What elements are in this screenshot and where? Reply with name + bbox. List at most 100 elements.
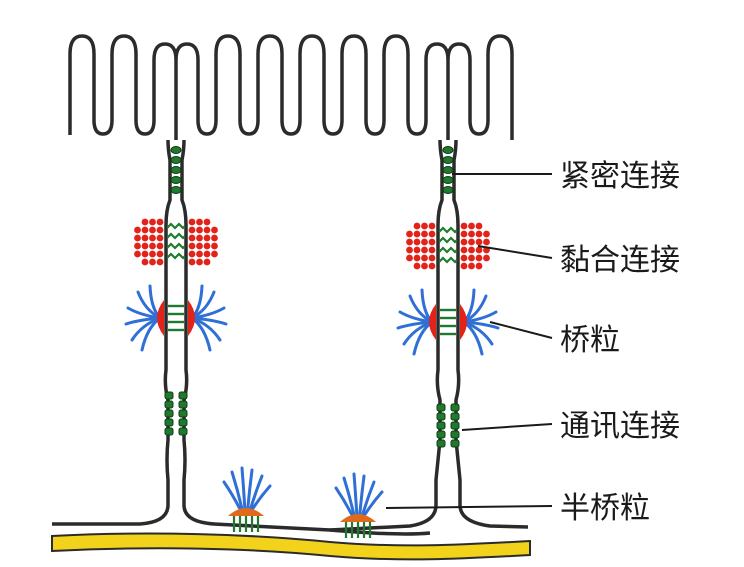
actin-dot	[413, 238, 421, 246]
keratin-filament	[249, 474, 264, 510]
actin-dot	[134, 234, 141, 242]
keratin-filament	[358, 474, 366, 516]
actin-dot	[149, 226, 156, 234]
actin-dot	[475, 262, 483, 270]
actin-dot	[460, 238, 468, 246]
connexon	[450, 412, 460, 421]
actin-dot	[211, 234, 218, 242]
cadherin-linker	[166, 232, 186, 240]
actin-dot	[156, 250, 164, 258]
actin-dot	[468, 262, 475, 270]
basal-lamina	[51, 532, 531, 561]
actin-dot	[475, 246, 483, 254]
cadherin-linker	[438, 246, 458, 254]
actin-dot	[483, 254, 490, 262]
actin-dot	[141, 226, 149, 234]
actin-dot	[203, 242, 211, 250]
keratin-filament	[352, 472, 359, 516]
actin-dot	[421, 238, 428, 246]
actin-dot	[134, 242, 141, 250]
actin-dot	[141, 218, 149, 226]
actin-dot	[211, 226, 218, 234]
actin-dot	[468, 254, 475, 262]
connexon	[164, 427, 174, 436]
actin-dot	[196, 226, 203, 234]
actin-dot	[421, 254, 428, 262]
actin-dot	[406, 230, 413, 238]
actin-dot	[156, 218, 164, 226]
actin-dot	[156, 226, 164, 234]
actin-dot	[475, 230, 483, 238]
connexon	[436, 439, 446, 448]
actin-dot	[141, 250, 149, 258]
keratin-filament	[342, 476, 356, 516]
desmosome-plaque	[157, 300, 164, 336]
connexon	[164, 400, 174, 409]
actin-dot	[428, 262, 436, 270]
actin-dot	[149, 218, 156, 226]
actin-dot	[413, 230, 421, 238]
actin-dot	[134, 250, 141, 258]
connexon	[164, 409, 174, 418]
actin-dot	[203, 226, 211, 234]
actin-dot	[468, 222, 475, 230]
actin-dot	[149, 250, 156, 258]
cell-boundary-right	[329, 139, 529, 532]
label-tight-junction: 紧密连接	[560, 159, 680, 194]
desmosome-plaque	[188, 300, 195, 336]
actin-dot	[413, 246, 421, 254]
cadherin-linker	[166, 252, 186, 260]
keratin-filament	[240, 466, 247, 510]
gap-junction-right	[436, 403, 460, 448]
apical-microvilli	[68, 34, 514, 140]
actin-dot	[468, 238, 475, 246]
keratin-filament	[230, 470, 244, 510]
leader-hemidesmosome	[385, 505, 553, 509]
connexon	[436, 421, 446, 430]
connexon	[178, 427, 188, 436]
actin-dot	[196, 234, 203, 242]
actin-dot	[141, 234, 149, 242]
actin-dot	[188, 242, 196, 250]
actin-dot	[149, 242, 156, 250]
actin-dot	[475, 238, 483, 246]
actin-dot	[475, 254, 483, 262]
connexon	[436, 412, 446, 421]
actin-dot	[196, 250, 203, 258]
label-hemidesmosome: 半桥粒	[560, 491, 650, 526]
actin-dot	[413, 222, 421, 230]
actin-dot	[413, 262, 421, 270]
connexon	[178, 418, 188, 427]
hemidesmosome-right	[334, 472, 384, 538]
actin-dot	[196, 218, 203, 226]
cadherin-linker	[438, 236, 458, 244]
hemidesmosome-plaque	[340, 514, 376, 522]
cadherin-linker	[438, 256, 458, 264]
actin-dot	[468, 230, 475, 238]
actin-dot	[149, 258, 156, 266]
keratin-filament	[363, 490, 384, 516]
actin-dot	[406, 254, 413, 262]
hemidesmosome-left	[222, 466, 272, 532]
connexon	[164, 391, 174, 400]
actin-dot	[134, 226, 141, 234]
actin-dot	[188, 218, 196, 226]
keratin-filament	[222, 480, 241, 510]
desmosome-right	[396, 288, 500, 356]
keratin-filament	[251, 484, 272, 510]
actin-dot	[483, 238, 490, 246]
actin-dot	[203, 218, 211, 226]
leader-lines	[385, 173, 553, 509]
desmosome-plaque	[429, 304, 436, 340]
tight-junction-right	[442, 146, 454, 194]
adherens-junction-right	[406, 222, 490, 270]
connexon	[450, 430, 460, 439]
actin-dot	[188, 250, 196, 258]
desmosome-plaque	[460, 304, 467, 340]
actin-dot	[406, 246, 413, 254]
gap-junction-left	[164, 391, 188, 436]
tight-junction-left	[170, 146, 182, 194]
actin-dot	[428, 238, 436, 246]
connexon	[178, 400, 188, 409]
